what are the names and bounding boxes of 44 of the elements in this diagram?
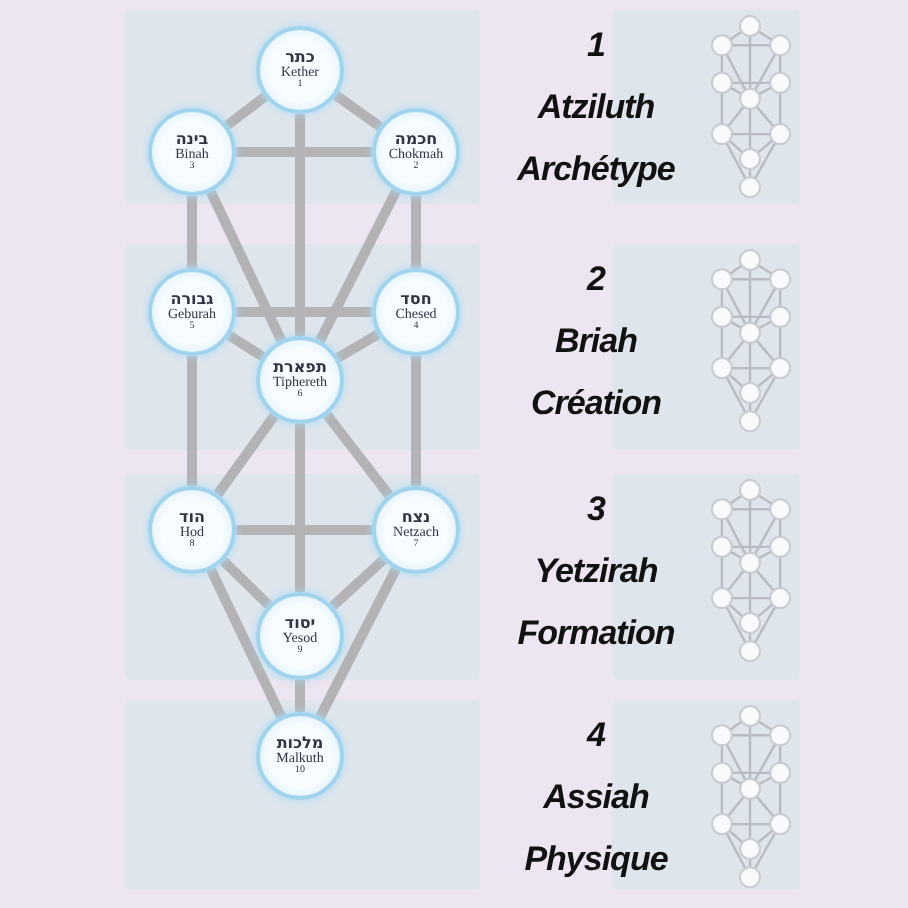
world-number: 3 xyxy=(585,490,608,530)
path-line xyxy=(411,196,421,268)
path-line xyxy=(411,356,421,486)
path-line xyxy=(236,147,372,157)
path-line xyxy=(295,424,305,592)
path-line xyxy=(187,356,197,486)
world-name: Yetzirah xyxy=(532,552,660,592)
hebrew-name: חסד xyxy=(400,291,432,308)
path-line xyxy=(206,567,286,719)
world-meaning: Création xyxy=(529,384,663,424)
world-meaning: Archétype xyxy=(514,150,677,190)
path-line xyxy=(333,91,383,131)
world-meaning: Formation xyxy=(515,614,677,654)
hebrew-name: יסוד xyxy=(284,615,316,632)
hebrew-name: תפארת xyxy=(273,359,327,376)
world-meaning: Physique xyxy=(522,840,670,880)
hebrew-name: גבורה xyxy=(170,291,214,308)
world-name: Atziluth xyxy=(535,88,657,128)
path-line xyxy=(329,556,387,610)
path-line xyxy=(295,114,305,336)
hebrew-name: נצח xyxy=(401,509,431,526)
path-line xyxy=(236,525,372,535)
path-line xyxy=(219,557,273,609)
world-number: 2 xyxy=(584,260,608,300)
hebrew-name: הוד xyxy=(179,509,205,526)
hebrew-name: חכמה xyxy=(394,131,438,148)
path-line xyxy=(295,680,305,712)
world-number: 4 xyxy=(584,716,608,756)
path-line xyxy=(187,196,197,268)
path-line xyxy=(322,411,394,499)
path-line xyxy=(224,92,268,130)
hebrew-name: בינה xyxy=(175,131,209,148)
world-name: Briah xyxy=(553,322,639,362)
hebrew-name: כתר xyxy=(285,49,315,66)
path-line xyxy=(315,188,401,344)
path-line xyxy=(315,566,401,720)
path-line xyxy=(206,189,286,343)
world-name: Assiah xyxy=(540,778,651,818)
path-line xyxy=(226,331,266,361)
path-line xyxy=(335,329,381,363)
path-line xyxy=(236,307,372,317)
path-line xyxy=(213,412,279,498)
world-number: 1 xyxy=(585,26,607,66)
hebrew-name: מלכות xyxy=(276,735,324,752)
